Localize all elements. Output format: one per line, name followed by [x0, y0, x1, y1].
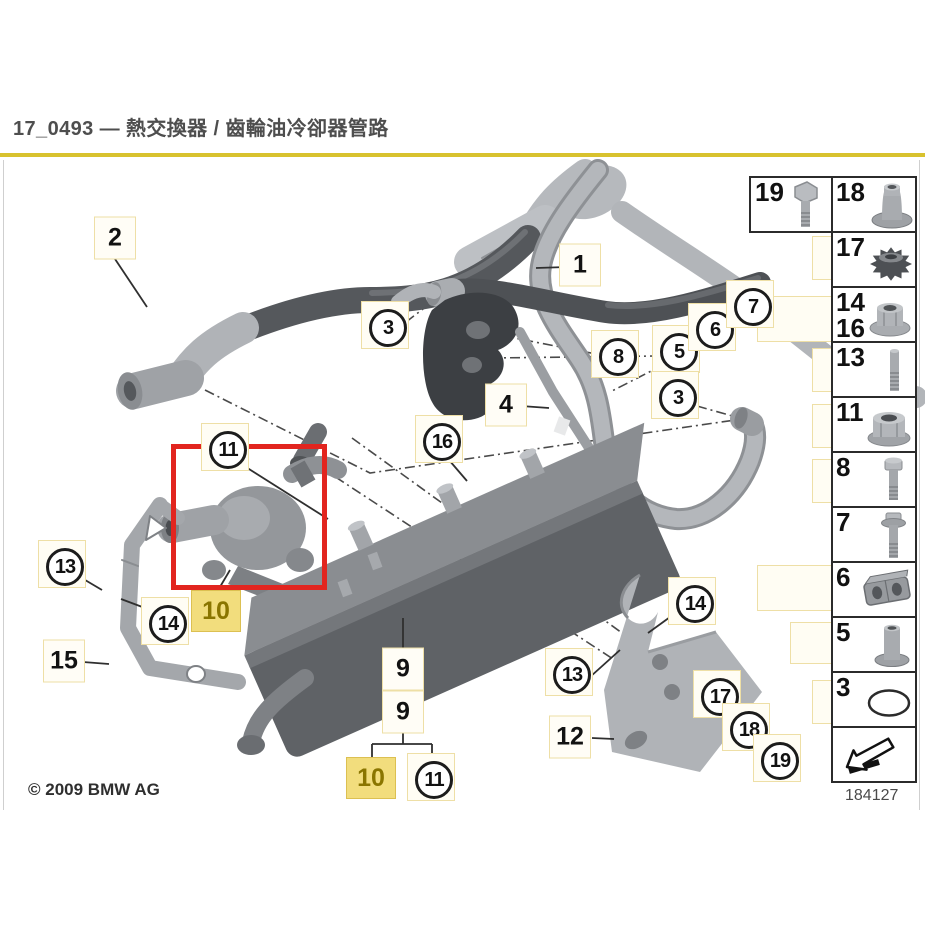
- callout-label: 19: [761, 742, 799, 780]
- sleeve-bushing-icon: [867, 620, 915, 677]
- callout-label: 13: [553, 656, 591, 694]
- clamp-block-icon: [859, 565, 915, 622]
- callout-label: 11: [209, 431, 247, 469]
- callout-19[interactable]: 19: [753, 734, 805, 786]
- callout-label: 7: [734, 288, 772, 326]
- callout-label: 14: [676, 585, 714, 623]
- callout-label: 3: [659, 379, 697, 417]
- flanged-sleeve-icon: [867, 180, 915, 235]
- callout-label: 8: [599, 338, 637, 376]
- sidebar-cell-7[interactable]: 7: [831, 506, 917, 563]
- callout-label: 11: [415, 761, 453, 799]
- callout-10b-highlighted[interactable]: 10: [346, 757, 396, 799]
- callout-3b[interactable]: 3: [651, 371, 703, 423]
- callout-10-highlighted[interactable]: 10: [191, 590, 241, 632]
- sidebar-cell-18[interactable]: 18: [831, 176, 917, 233]
- part-number-label: 11: [836, 397, 864, 427]
- callout-11b[interactable]: 11: [407, 753, 459, 805]
- stud-icon: [871, 345, 915, 402]
- part-number-label: 7: [836, 507, 851, 537]
- back-arrow-icon: [839, 731, 909, 784]
- callout-1[interactable]: 1: [559, 243, 601, 287]
- sidebar-cell-5[interactable]: 5: [831, 616, 917, 673]
- callout-13[interactable]: 13: [38, 540, 90, 592]
- page-title: 17_0493 — 熱交換器 / 齒輪油冷卻器管路: [13, 118, 389, 140]
- sidebar-cell-back-arrow[interactable]: [831, 726, 917, 783]
- hex-nut-icon: [863, 400, 915, 457]
- callout-5[interactable]: 5: [652, 325, 704, 377]
- o-ring-icon: [863, 675, 915, 732]
- part-number-label: 8: [836, 452, 851, 482]
- callout-11[interactable]: 11: [201, 423, 253, 475]
- sidebar-cell-3[interactable]: 3: [831, 671, 917, 728]
- sidebar-cell-13[interactable]: 13: [831, 341, 917, 398]
- callout-9b[interactable]: 9: [382, 690, 424, 734]
- callout-label: 13: [46, 548, 84, 586]
- callout-label: 14: [149, 605, 187, 643]
- accent-rule: [0, 153, 925, 157]
- sidebar-cell-6[interactable]: 6: [831, 561, 917, 618]
- hex-bolt-icon: [783, 179, 827, 234]
- flanged-bolt-icon: [871, 510, 915, 567]
- sidebar-cell-11[interactable]: 11: [831, 396, 917, 453]
- callout-16[interactable]: 16: [415, 415, 467, 467]
- hotspot-box: [812, 459, 832, 503]
- part-number-label: 5: [836, 617, 851, 647]
- part-number-label: 16: [836, 313, 865, 343]
- diagram-part-number: 184127: [845, 787, 899, 804]
- hotspot-box: [812, 404, 832, 448]
- callout-7[interactable]: 7: [726, 280, 778, 332]
- callout-14b[interactable]: 14: [668, 577, 720, 629]
- callout-label: 16: [423, 423, 461, 461]
- content-right-border: [919, 160, 920, 810]
- sidebar-cell-19[interactable]: 19: [749, 176, 833, 233]
- part-number-label: 3: [836, 672, 851, 702]
- sidebar-cell-17[interactable]: 17: [831, 231, 917, 288]
- callout-14[interactable]: 14: [141, 597, 193, 649]
- callout-9[interactable]: 9: [382, 647, 424, 691]
- callout-13b[interactable]: 13: [545, 648, 597, 700]
- part-number-label: 18: [836, 177, 865, 207]
- part-number-label: 19: [755, 177, 784, 207]
- part-number-label: 6: [836, 562, 851, 592]
- hotspot-box: [812, 236, 832, 280]
- hotspot-box: [812, 348, 832, 392]
- sidebar-cell-14-16[interactable]: 14 16: [831, 286, 917, 343]
- callout-12[interactable]: 12: [549, 715, 591, 759]
- flange-nut-icon: [863, 290, 915, 347]
- hotspot-box: [812, 680, 832, 724]
- callout-4[interactable]: 4: [485, 383, 527, 427]
- part-number-label: 13: [836, 342, 865, 372]
- part-number-label: 14: [836, 287, 865, 317]
- part-number-label: 17: [836, 232, 865, 262]
- callout-2[interactable]: 2: [94, 216, 136, 260]
- sidebar-cell-8[interactable]: 8: [831, 451, 917, 508]
- callout-label: 3: [369, 309, 407, 347]
- callout-15[interactable]: 15: [43, 639, 85, 683]
- highlight-red-box: [171, 444, 327, 590]
- callout-3[interactable]: 3: [361, 301, 413, 353]
- hotspot-box: [790, 622, 832, 664]
- content-left-border: [3, 160, 4, 810]
- callout-label: 18: [730, 711, 768, 749]
- hotspot-box: [757, 565, 832, 611]
- copyright-text: © 2009 BMW AG: [28, 780, 160, 799]
- hex-bolt-icon: [871, 455, 915, 512]
- gear-clip-icon: [865, 235, 915, 292]
- callout-8[interactable]: 8: [591, 330, 643, 382]
